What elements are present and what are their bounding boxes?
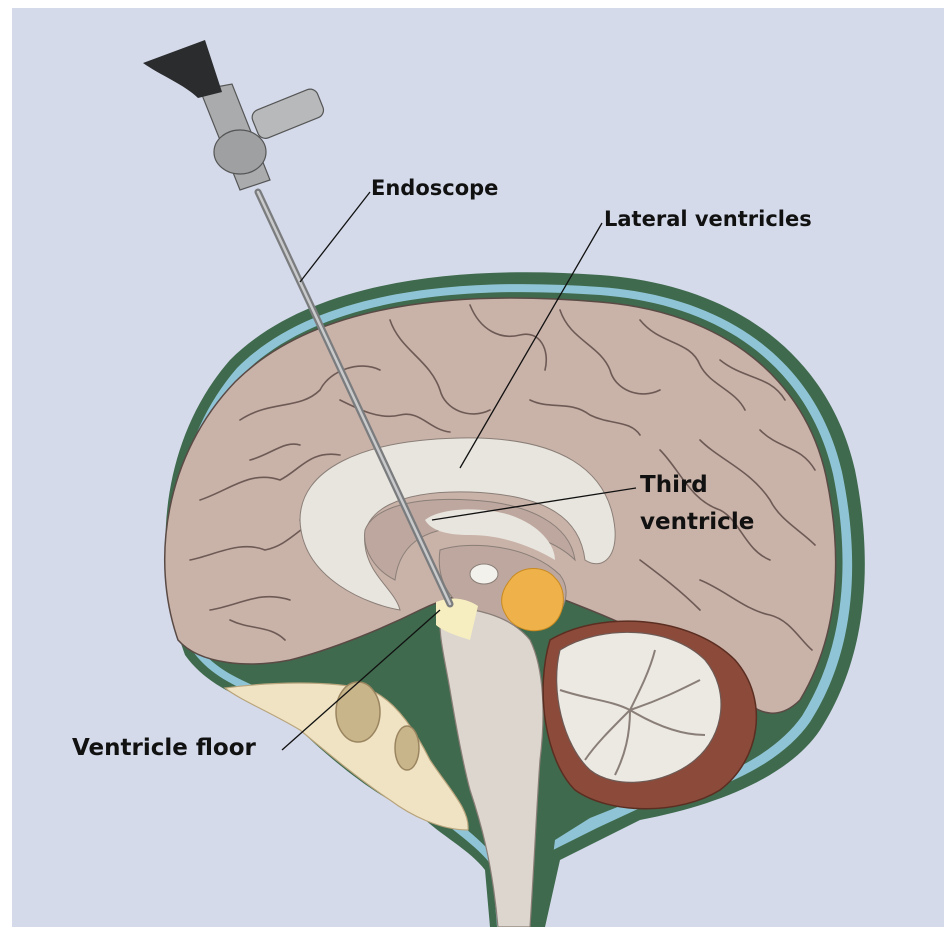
endoscope-collar [214,130,266,174]
label-endoscope: Endoscope [371,176,498,201]
label-third-ventricle-line2: ventricle [640,509,754,537]
label-ventricle-floor: Ventricle floor [72,735,256,763]
label-lateral-ventricles: Lateral ventricles [604,207,812,232]
massa-intermedia [470,564,498,584]
sinus-small [395,726,419,770]
sphenoid-sinus [336,682,380,742]
label-third-ventricle-line1: Third [640,472,708,500]
